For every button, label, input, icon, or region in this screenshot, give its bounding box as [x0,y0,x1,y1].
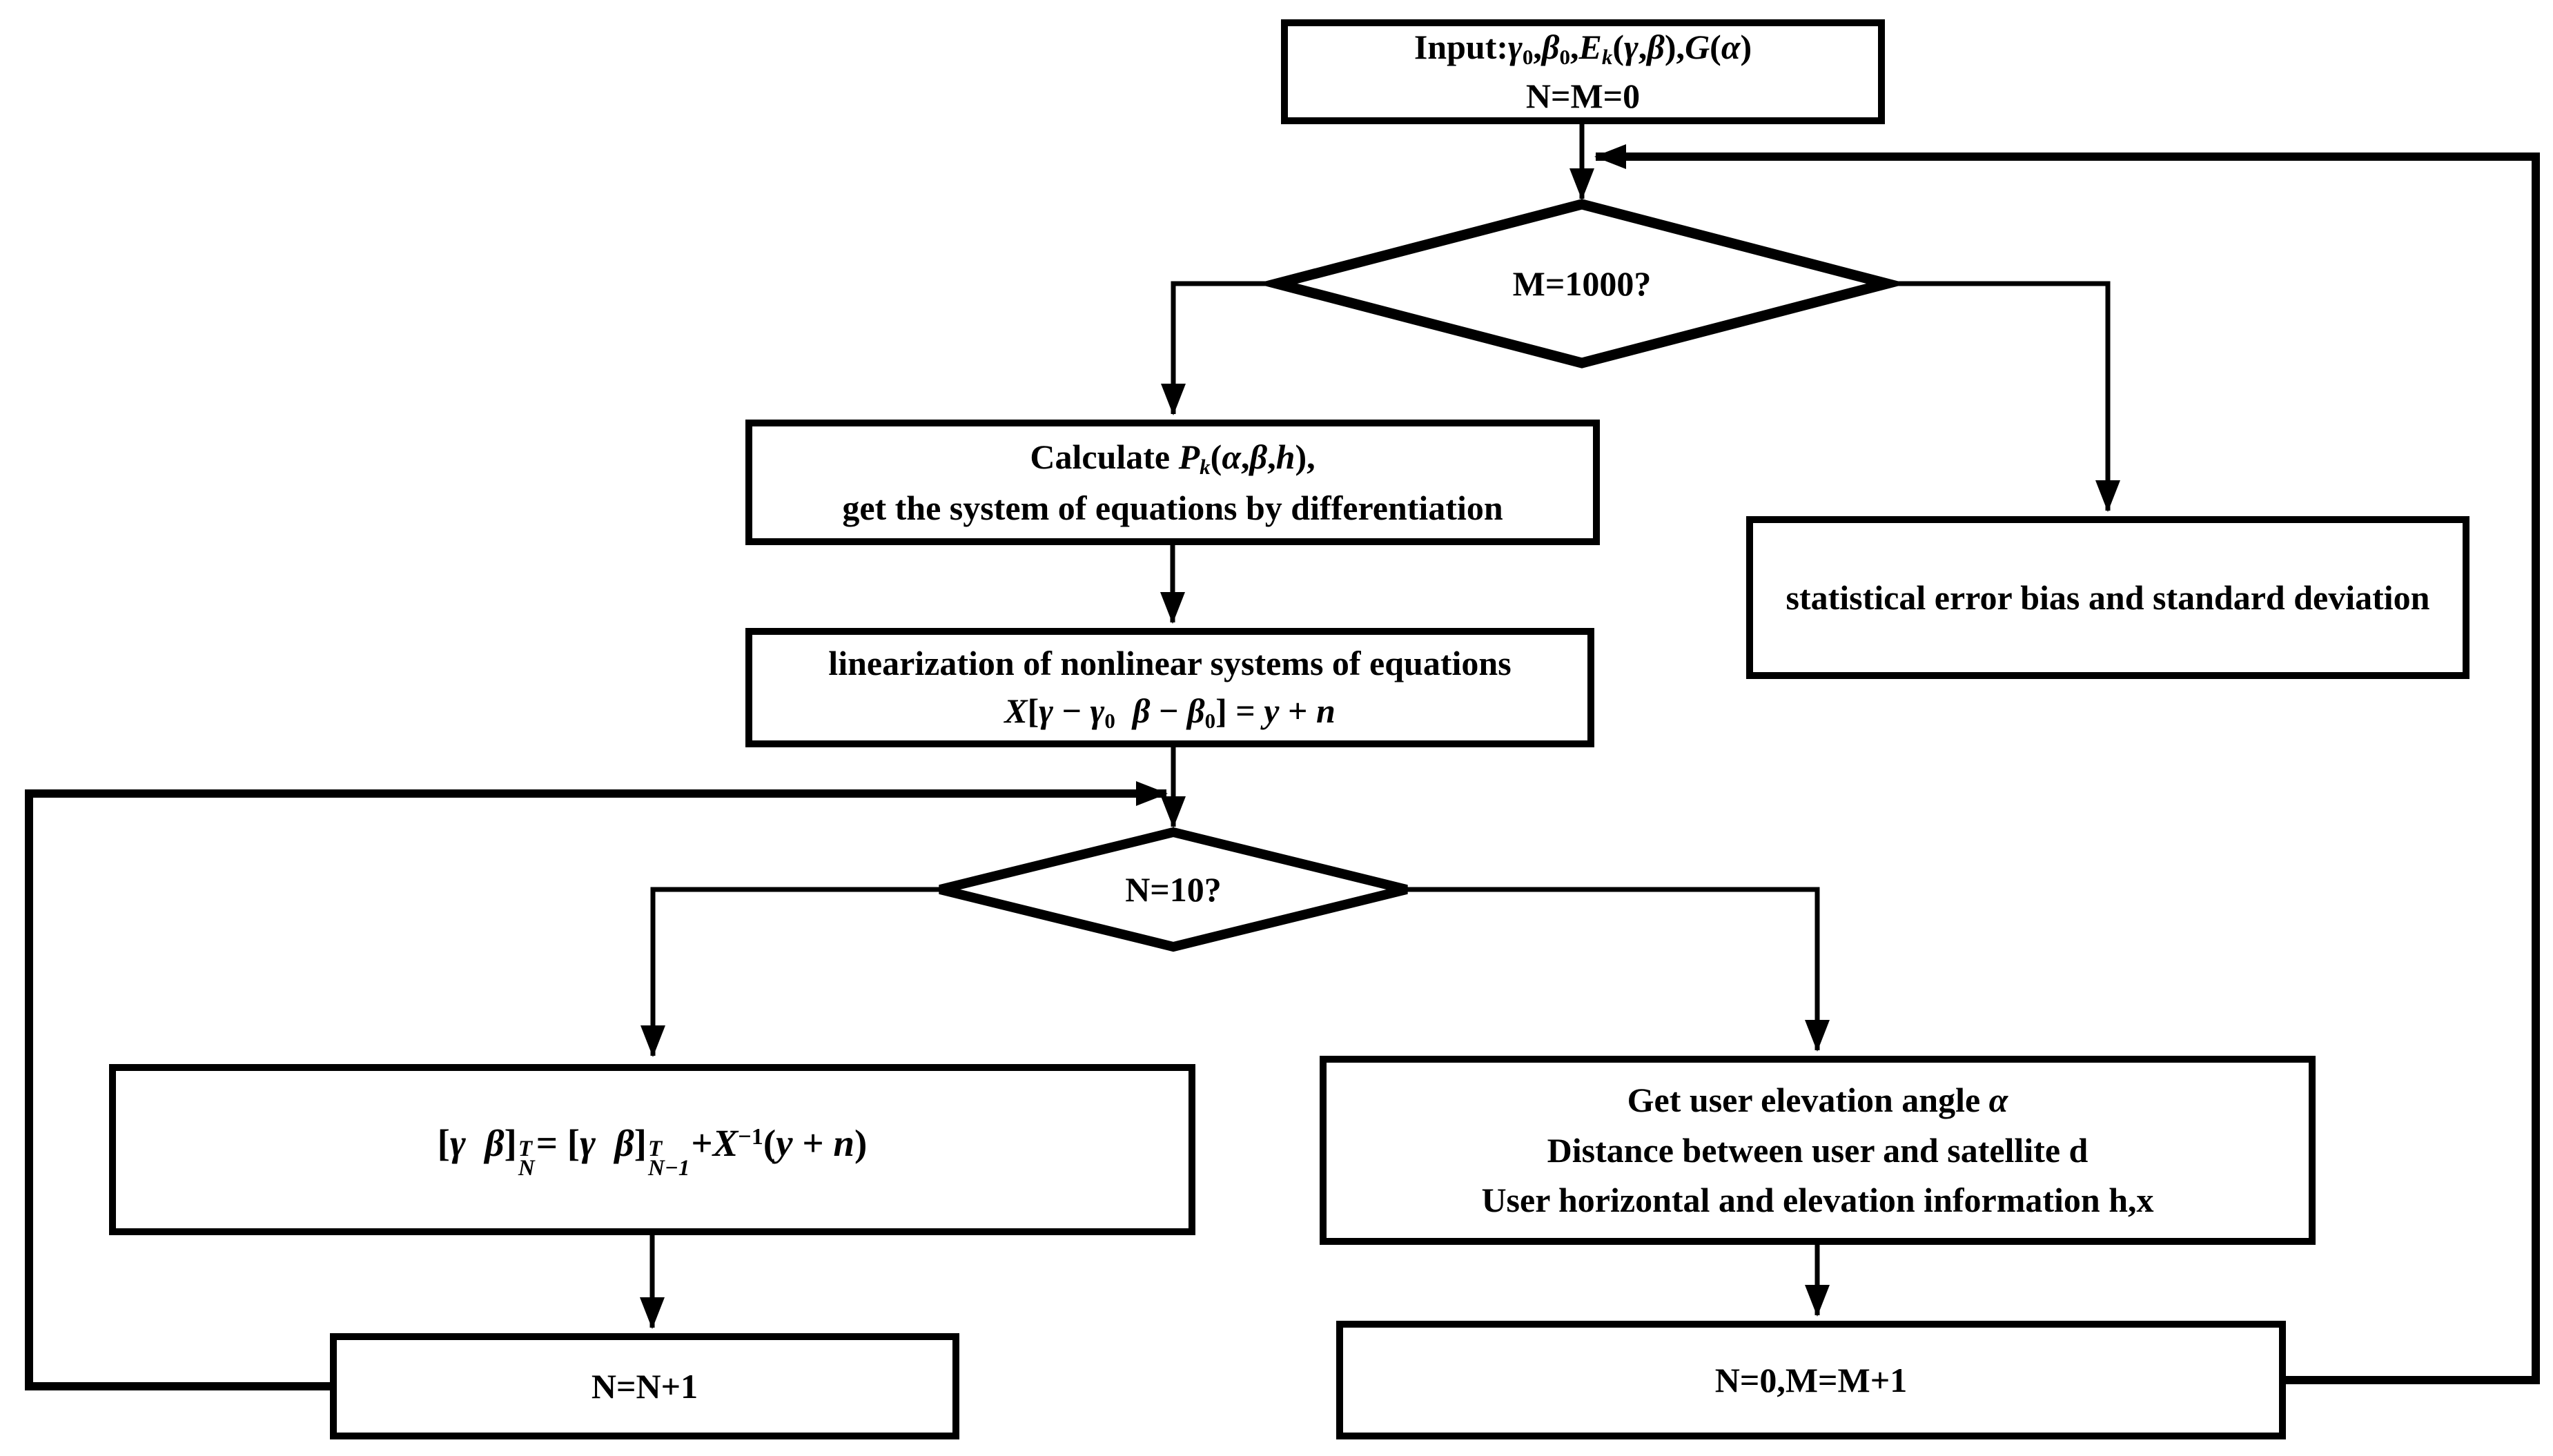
linearization-node: linearization of nonlinear systems of eq… [745,628,1594,747]
edge-reset-to-m-check-feedback [1594,144,2540,1384]
edge-m-check-to-statistical [1887,281,2120,512]
reset-label: N=0,M=M+1 [1714,1360,1908,1399]
calculate-node: Calculate Pk(α,β,h), get the system of e… [745,420,1600,545]
reset-node: N=0,M=M+1 [1336,1321,2286,1439]
edge-n-check-to-update [640,887,940,1057]
n-check-diamond [939,827,1408,952]
get-user-node: Get user elevation angle α Distance betw… [1320,1056,2316,1245]
calculate-line-2: get the system of equations by different… [842,488,1503,527]
input-line-2: N=M=0 [1525,76,1641,115]
get-user-line-1: Get user elevation angle α [1627,1081,2008,1120]
n-check-label: N=10? [1125,870,1222,909]
statistical-label: statistical error bias and standard devi… [1786,578,2430,617]
increment-n-node: N=N+1 [330,1333,959,1439]
m-check-diamond [1256,199,1908,368]
calculate-line-1: Calculate Pk(α,β,h), [1030,437,1315,479]
edge-m-check-to-calculate [1161,281,1277,415]
linearization-line-1: linearization of nonlinear systems of eq… [828,643,1512,682]
input-node: Input:γ0,β0,Ek(γ,β),G(α) N=M=0 [1281,19,1885,124]
linearization-line-2: X[γ − γ0 β − β0] = y + n [1004,691,1336,733]
edge-increment-n-to-n-check-feedback [25,781,1168,1390]
statistical-node: statistical error bias and standard devi… [1746,516,2469,679]
edge-n-check-to-get-user [1407,887,1830,1052]
get-user-line-3: User horizontal and elevation informatio… [1481,1181,2154,1220]
get-user-line-2: Distance between user and satellite d [1547,1130,2089,1170]
input-line-1: Input:γ0,β0,Ek(γ,β),G(α) [1414,28,1752,69]
m-check-label: M=1000? [1512,264,1652,303]
increment-n-label: N=N+1 [591,1366,698,1406]
